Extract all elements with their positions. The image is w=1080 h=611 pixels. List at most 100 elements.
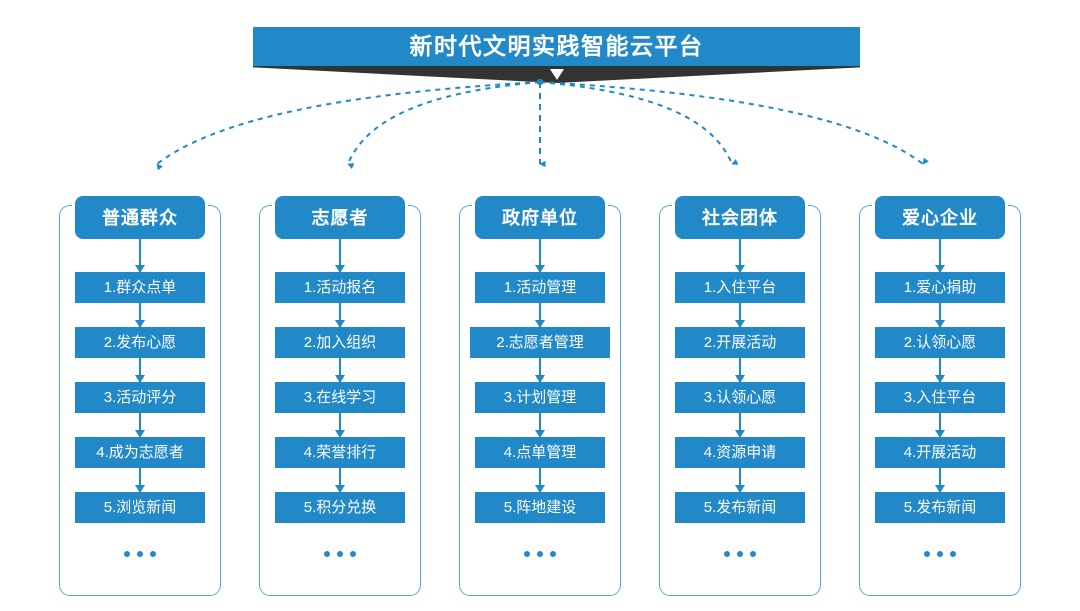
list-item-label: 2.志愿者管理	[496, 334, 584, 351]
list-item[interactable]: 2.认领心愿	[875, 327, 1005, 358]
connector-arrow	[739, 413, 741, 437]
list-item-label: 5.阵地建设	[503, 499, 577, 516]
arrow-to-column-4	[539, 81, 739, 165]
column-header-label: 志愿者	[311, 207, 369, 228]
connector-arrow	[739, 239, 741, 272]
list-item[interactable]: 4.点单管理	[475, 437, 605, 468]
list-item-label: 5.发布新闻	[903, 499, 977, 516]
role-column-爱心企业: 爱心企业 1.爱心捐助 2.认领心愿 3.入住平台 4.开展活动 5.发布新闻	[859, 196, 1021, 596]
platform-title-banner: 新时代文明实践智能云平台	[253, 27, 860, 83]
list-item-label: 1.活动管理	[503, 279, 577, 296]
connector-arrow	[939, 358, 941, 382]
list-item-label: 3.活动评分	[103, 389, 177, 406]
column-header-5[interactable]: 爱心企业	[875, 196, 1005, 239]
list-item-label: 1.活动报名	[303, 279, 377, 296]
connector-arrow	[339, 358, 341, 382]
platform-title-bar: 新时代文明实践智能云平台	[253, 27, 860, 66]
list-item[interactable]: 5.发布新闻	[675, 492, 805, 523]
list-item-label: 4.荣誉排行	[303, 444, 377, 461]
list-item[interactable]: 2.加入组织	[275, 327, 405, 358]
list-item[interactable]: 5.发布新闻	[875, 492, 1005, 523]
more-items-ellipsis	[524, 549, 556, 559]
more-items-ellipsis	[924, 549, 956, 559]
connector-arrow	[539, 303, 541, 327]
role-column-普通群众: 普通群众 1.群众点单 2.发布心愿 3.活动评分 4.成为志愿者 5.浏览新闻	[59, 196, 221, 596]
list-item[interactable]: 1.爱心捐助	[875, 272, 1005, 303]
column-header-3[interactable]: 政府单位	[475, 196, 605, 239]
page-title: 新时代文明实践智能云平台	[409, 33, 704, 59]
list-item-label: 3.认领心愿	[703, 389, 777, 406]
list-item-label: 3.计划管理	[503, 389, 577, 406]
column-header-1[interactable]: 普通群众	[75, 196, 205, 239]
list-item[interactable]: 1.入住平台	[675, 272, 805, 303]
list-item-label: 5.积分兑换	[303, 499, 377, 516]
arrow-to-column-1	[156, 81, 541, 171]
list-item[interactable]: 1.活动报名	[275, 272, 405, 303]
role-columns: 普通群众 1.群众点单 2.发布心愿 3.活动评分 4.成为志愿者 5.浏览新闻	[0, 196, 1080, 596]
list-item-label: 4.点单管理	[503, 444, 577, 461]
list-item-label: 4.成为志愿者	[96, 444, 184, 461]
connector-arrow	[339, 413, 341, 437]
column-header-4[interactable]: 社会团体	[675, 196, 805, 239]
list-item-label: 2.开展活动	[703, 334, 777, 351]
list-item[interactable]: 2.志愿者管理	[470, 327, 610, 358]
connector-arrow	[139, 468, 141, 492]
column-body: 1.活动管理 2.志愿者管理 3.计划管理 4.点单管理 5.阵地建设	[459, 239, 621, 559]
list-item-label: 5.发布新闻	[703, 499, 777, 516]
list-item[interactable]: 5.积分兑换	[275, 492, 405, 523]
list-item-label: 2.加入组织	[303, 334, 377, 351]
column-body: 1.活动报名 2.加入组织 3.在线学习 4.荣誉排行 5.积分兑换	[259, 239, 421, 559]
connector-arrow	[539, 358, 541, 382]
connector-arrow	[139, 303, 141, 327]
column-body: 1.入住平台 2.开展活动 3.认领心愿 4.资源申请 5.发布新闻	[659, 239, 821, 559]
list-item[interactable]: 1.活动管理	[475, 272, 605, 303]
list-item[interactable]: 3.入住平台	[875, 382, 1005, 413]
list-item-label: 4.资源申请	[703, 444, 777, 461]
list-item-label: 1.爱心捐助	[903, 279, 977, 296]
arrow-to-column-2	[347, 81, 541, 170]
list-item-label: 1.群众点单	[103, 279, 177, 296]
column-header-label: 政府单位	[502, 207, 578, 228]
arrow-to-column-5	[539, 81, 929, 165]
more-items-ellipsis	[124, 549, 156, 559]
connector-arrow	[339, 303, 341, 327]
column-header-2[interactable]: 志愿者	[275, 196, 405, 239]
list-item[interactable]: 3.在线学习	[275, 382, 405, 413]
list-item-label: 5.浏览新闻	[103, 499, 177, 516]
connector-arrow	[539, 239, 541, 272]
list-item-label: 1.入住平台	[703, 279, 777, 296]
list-item[interactable]: 4.开展活动	[875, 437, 1005, 468]
list-item[interactable]: 2.开展活动	[675, 327, 805, 358]
column-body: 1.爱心捐助 2.认领心愿 3.入住平台 4.开展活动 5.发布新闻	[859, 239, 1021, 559]
list-item[interactable]: 3.认领心愿	[675, 382, 805, 413]
more-items-ellipsis	[724, 549, 756, 559]
list-item-label: 4.开展活动	[903, 444, 977, 461]
connector-arrow	[339, 239, 341, 272]
list-item[interactable]: 2.发布心愿	[75, 327, 205, 358]
list-item[interactable]: 1.群众点单	[75, 272, 205, 303]
list-item-label: 3.入住平台	[903, 389, 977, 406]
list-item[interactable]: 4.成为志愿者	[75, 437, 205, 468]
column-body: 1.群众点单 2.发布心愿 3.活动评分 4.成为志愿者 5.浏览新闻	[59, 239, 221, 559]
connector-arrow	[139, 413, 141, 437]
connector-arrow	[939, 303, 941, 327]
role-column-政府单位: 政府单位 1.活动管理 2.志愿者管理 3.计划管理 4.点单管理 5.阵地建设	[459, 196, 621, 596]
column-header-label: 爱心企业	[902, 207, 978, 228]
connector-arrow	[139, 358, 141, 382]
list-item[interactable]: 5.阵地建设	[475, 492, 605, 523]
list-item[interactable]: 4.资源申请	[675, 437, 805, 468]
list-item-label: 3.在线学习	[303, 389, 377, 406]
list-item[interactable]: 4.荣誉排行	[275, 437, 405, 468]
list-item[interactable]: 3.活动评分	[75, 382, 205, 413]
list-item[interactable]: 3.计划管理	[475, 382, 605, 413]
connector-arrow	[339, 468, 341, 492]
connector-arrow	[939, 239, 941, 272]
connector-arrow	[539, 468, 541, 492]
connector-arrow	[139, 239, 141, 272]
list-item[interactable]: 5.浏览新闻	[75, 492, 205, 523]
role-column-志愿者: 志愿者 1.活动报名 2.加入组织 3.在线学习 4.荣誉排行 5.积分兑换	[259, 196, 421, 596]
connector-arrow	[739, 468, 741, 492]
list-item-label: 2.发布心愿	[103, 334, 177, 351]
connector-arrow	[739, 358, 741, 382]
